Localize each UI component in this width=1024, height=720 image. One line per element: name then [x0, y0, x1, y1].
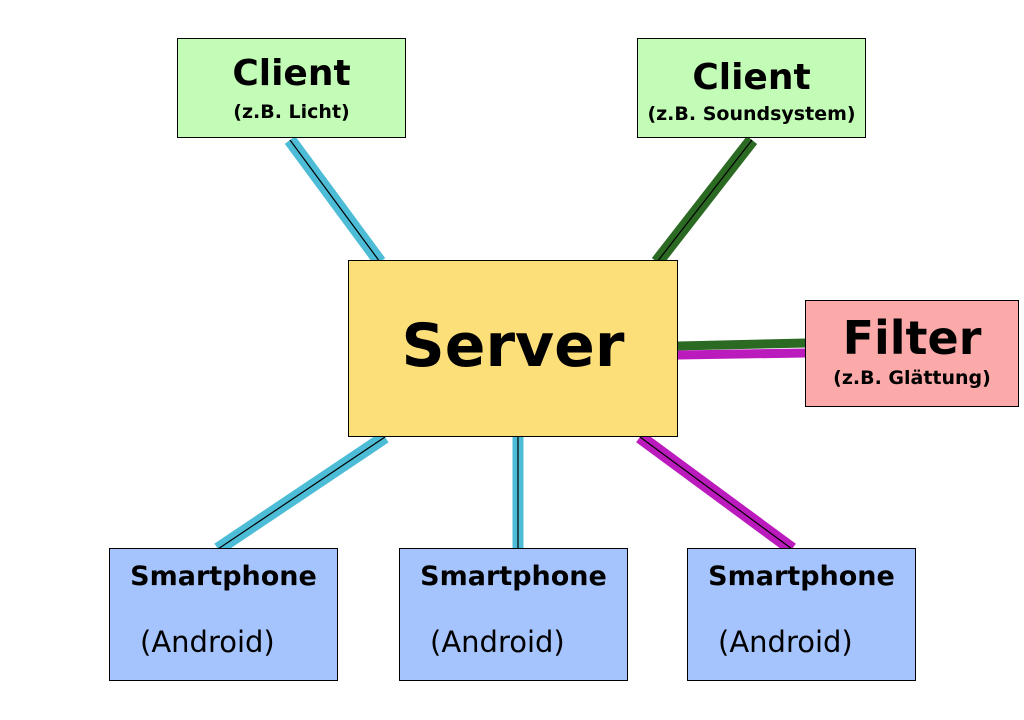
- smartphone-node-2: Smartphone (Android): [399, 548, 628, 681]
- link-server-phone-1: [214, 431, 389, 555]
- smartphone-subtitle: (Android): [140, 625, 275, 659]
- link-server-filter: [677, 338, 807, 360]
- server-title: Server: [401, 311, 625, 381]
- client-title: Client: [692, 57, 811, 98]
- smartphone-title: Smartphone: [708, 561, 895, 592]
- smartphone-subtitle: (Android): [718, 625, 853, 659]
- client-subtitle: (z.B. Soundsystem): [647, 103, 856, 125]
- client-title: Client: [232, 53, 351, 94]
- client-subtitle: (z.B. Licht): [233, 101, 350, 123]
- link-server-phone-3: [636, 431, 796, 555]
- filter-node: Filter (z.B. Glättung): [805, 300, 1019, 407]
- smartphone-node-1: Smartphone (Android): [109, 548, 338, 681]
- smartphone-title: Smartphone: [420, 561, 607, 592]
- server-node: Server: [348, 260, 678, 437]
- client-node-soundsystem: Client (z.B. Soundsystem): [637, 38, 866, 138]
- filter-subtitle: (z.B. Glättung): [833, 367, 991, 389]
- smartphone-node-3: Smartphone (Android): [687, 548, 916, 681]
- link-server-client-light: [284, 136, 386, 266]
- smartphone-subtitle: (Android): [430, 625, 565, 659]
- link-server-client-sound: [651, 136, 758, 266]
- client-node-light: Client (z.B. Licht): [177, 38, 406, 138]
- smartphone-title: Smartphone: [130, 561, 317, 592]
- filter-title: Filter: [842, 311, 982, 365]
